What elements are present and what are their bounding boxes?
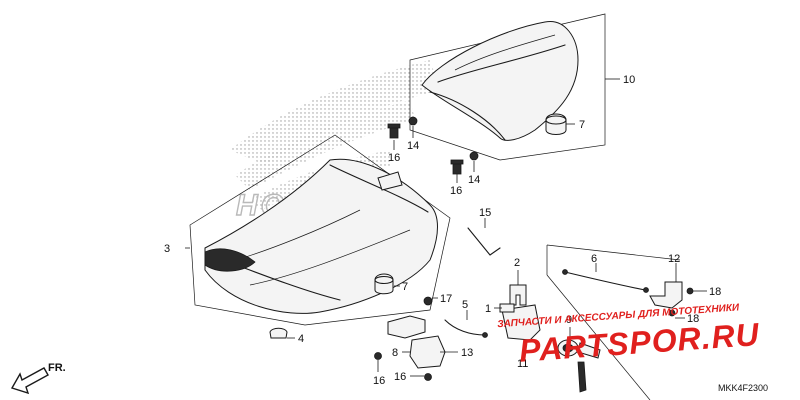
callout-10: 10 xyxy=(623,74,635,86)
callout-2: 2 xyxy=(514,257,520,269)
leader-lines xyxy=(185,78,707,377)
front-direction-arrow: FR. xyxy=(10,362,66,395)
rubber-cushion-4 xyxy=(269,327,288,339)
washer-14-upper xyxy=(408,116,418,126)
seat-catch-bracket xyxy=(509,284,527,306)
key-cylinder xyxy=(557,339,601,393)
callout-16-d: 16 xyxy=(394,371,406,383)
callout-12: 12 xyxy=(668,253,680,265)
seat-cable-box xyxy=(546,244,681,400)
bolt-16-mid xyxy=(450,159,464,175)
hex-wrench xyxy=(467,227,501,256)
front-indicator-label: FR. xyxy=(48,362,66,374)
callout-16-b: 16 xyxy=(450,185,462,197)
callout-7-upper: 7 xyxy=(579,119,585,131)
seat-lock-cable-5 xyxy=(444,319,488,338)
cable-bracket-12 xyxy=(649,281,694,317)
callout-13: 13 xyxy=(461,347,473,359)
callout-5: 5 xyxy=(462,299,468,311)
rear-seat-cowl xyxy=(409,13,606,161)
washer-14-mid xyxy=(469,151,479,161)
callout-7-lower: 7 xyxy=(402,281,408,293)
callout-9: 9 xyxy=(566,314,572,326)
callout-1: 1 xyxy=(485,303,491,315)
callout-18-a: 18 xyxy=(709,286,721,298)
callout-15: 15 xyxy=(479,207,491,219)
callout-18-b: 18 xyxy=(687,313,699,325)
callout-4: 4 xyxy=(298,333,304,345)
callout-11: 11 xyxy=(517,358,528,370)
rubber-grommet-lower xyxy=(374,273,394,295)
bolt-16-upper xyxy=(387,123,401,139)
diagram-code: MKK4F2300 xyxy=(718,383,768,393)
rubber-grommet-upper xyxy=(545,113,567,135)
hinge-bracket-upper xyxy=(387,296,433,339)
callout-3: 3 xyxy=(164,243,170,255)
seat-lock-cable-6 xyxy=(562,269,649,293)
main-seat xyxy=(189,134,451,326)
callout-14-b: 14 xyxy=(468,174,480,186)
callout-16-c: 16 xyxy=(373,375,385,387)
hinge-bracket-lower xyxy=(374,335,446,381)
callout-16-a: 16 xyxy=(388,152,400,164)
callout-6: 6 xyxy=(591,253,597,265)
callout-8: 8 xyxy=(392,347,398,359)
callout-14-a: 14 xyxy=(407,140,419,152)
callouts: 10 7 16 14 16 14 3 7 4 15 2 6 12 18 18 1… xyxy=(164,74,721,387)
callout-17: 17 xyxy=(440,293,452,305)
